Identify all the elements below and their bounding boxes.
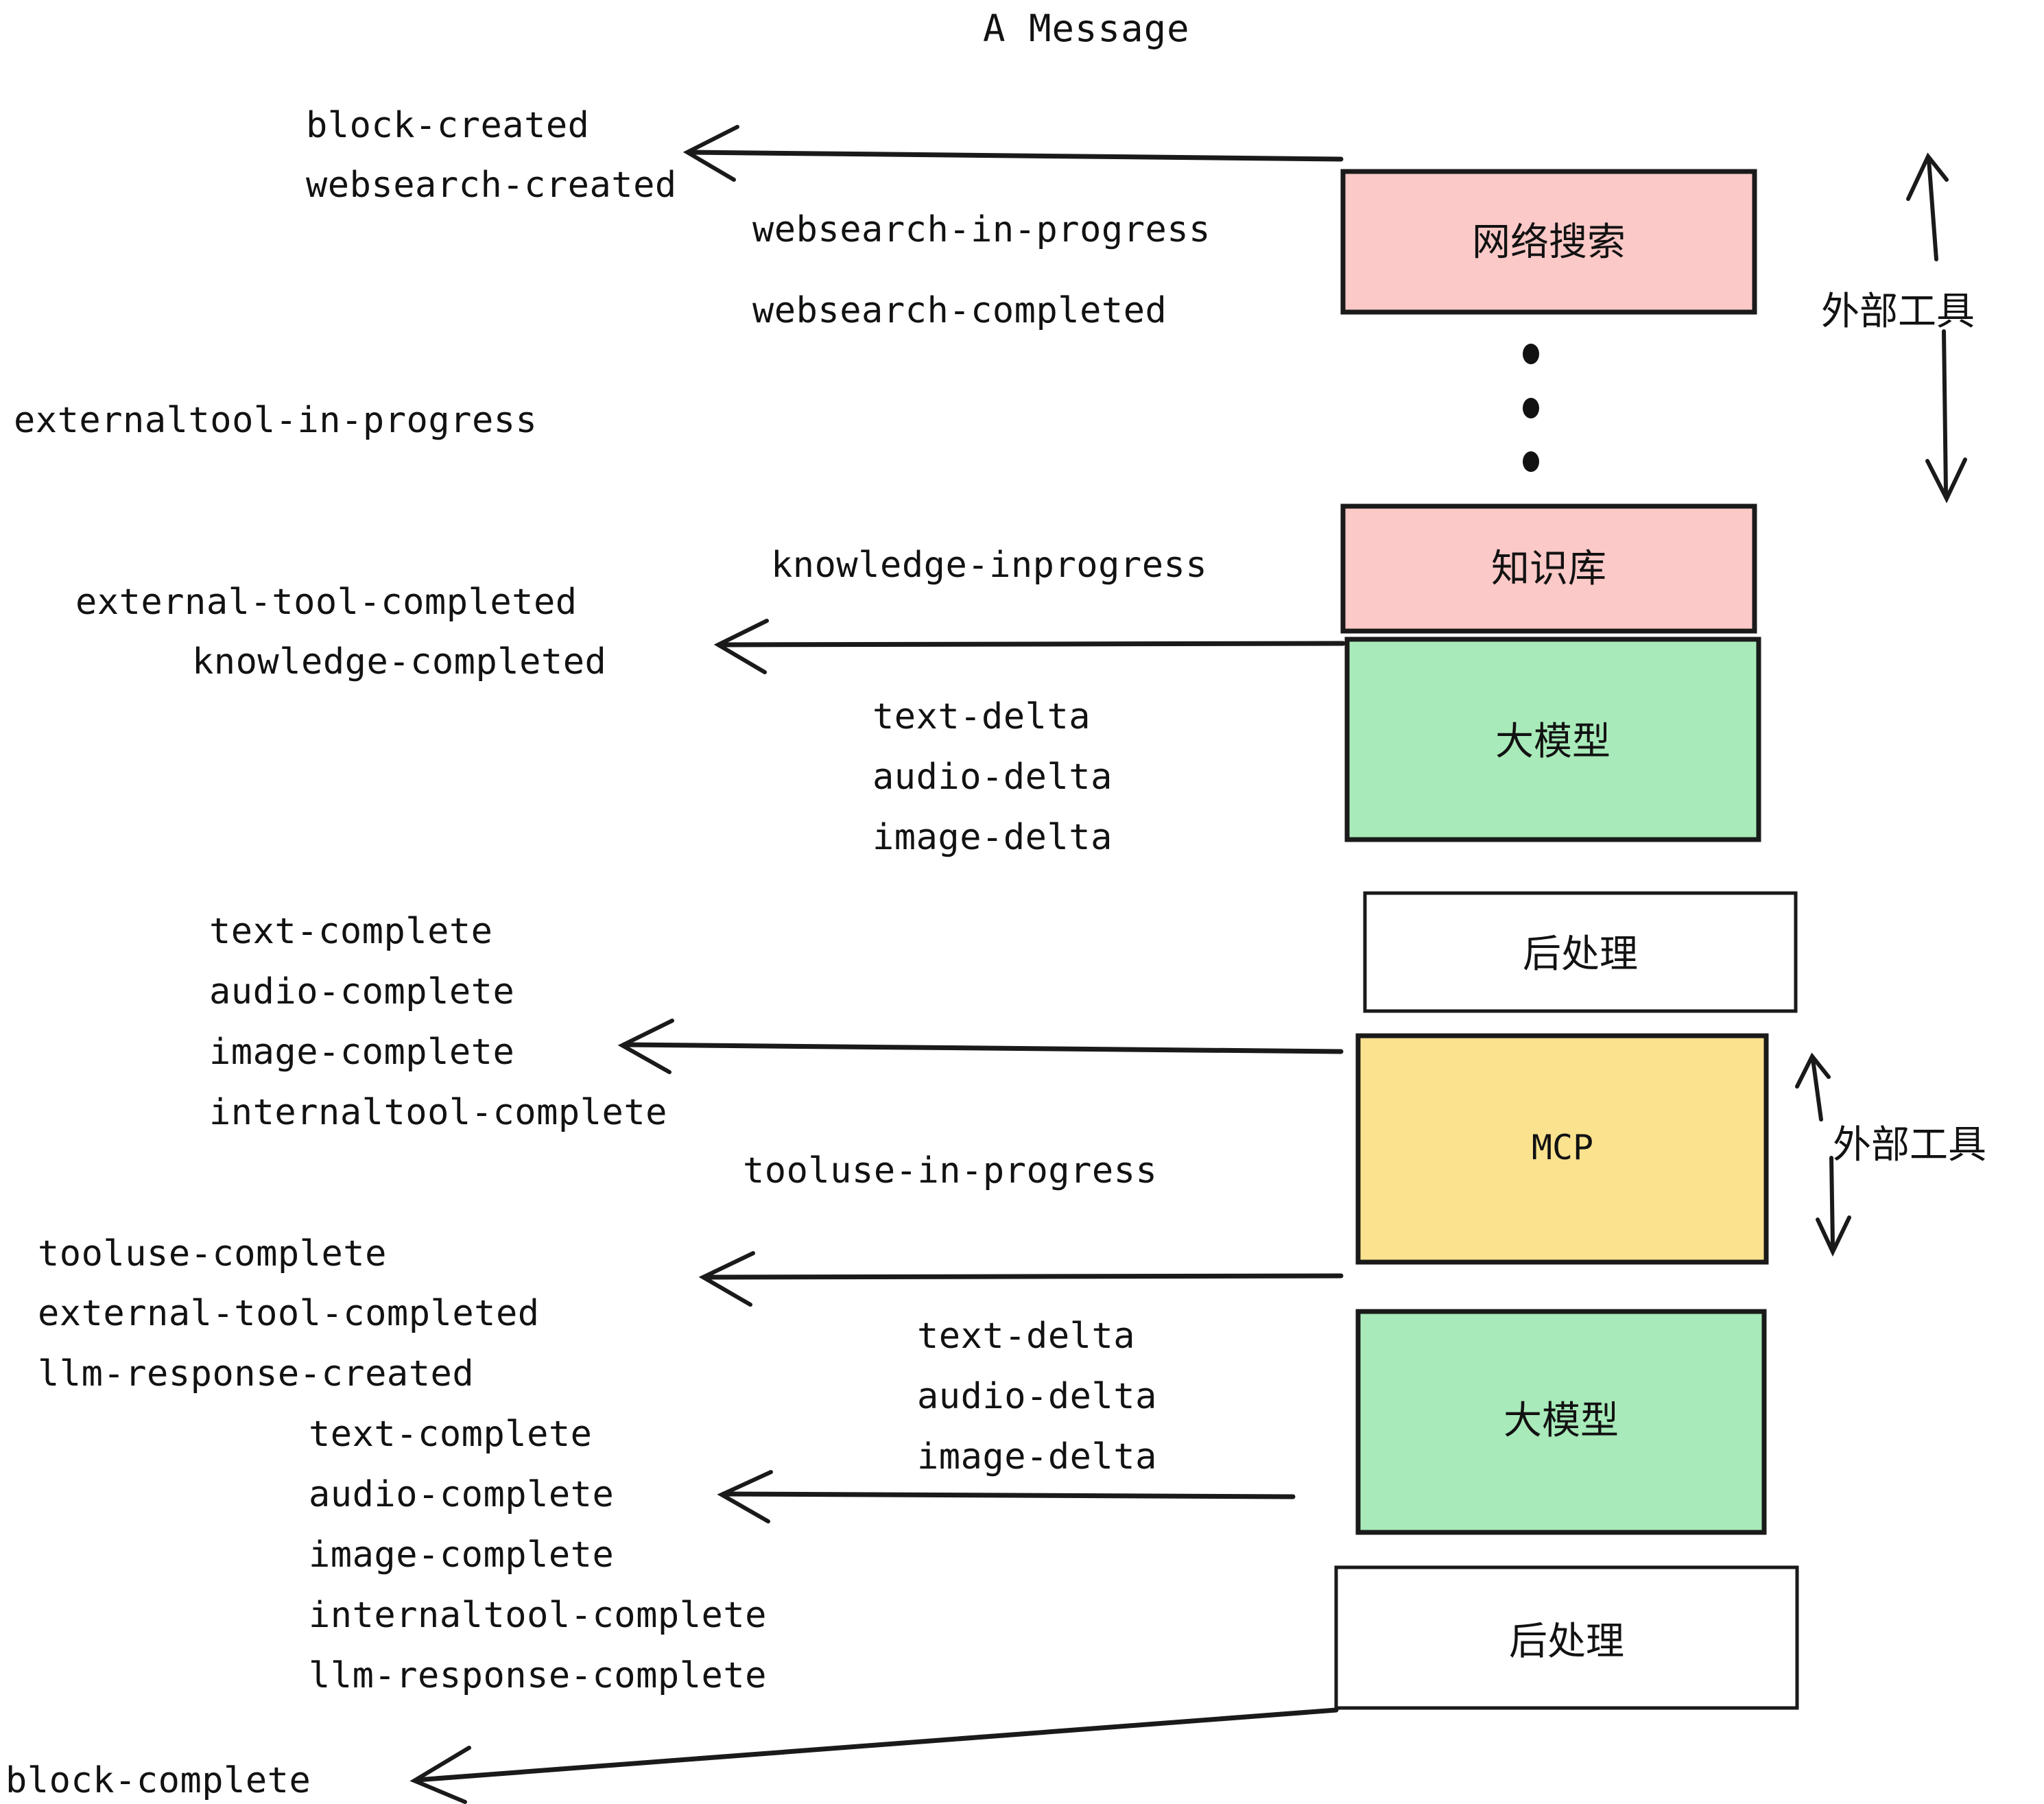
event-knowledge-inprogress: knowledge-inprogress: [771, 545, 1207, 586]
event-websearch-created: websearch-created: [306, 165, 677, 206]
event-audio-complete-2: audio-complete: [309, 1474, 614, 1515]
arrow-block-created: [682, 125, 1344, 182]
event-internaltool-complete-1: internaltool-complete: [209, 1092, 667, 1133]
event-tooluse-complete: tooluse-complete: [38, 1233, 387, 1274]
box-knowledge: [1340, 503, 1757, 634]
box-mcp-label: MCP: [1532, 1128, 1593, 1167]
event-websearch-in-progress: websearch-in-progress: [752, 209, 1211, 250]
box-postprocess-bottom-label: 后处理: [1509, 1619, 1624, 1664]
event-audio-delta-2: audio-delta: [917, 1376, 1157, 1417]
event-block-complete: block-complete: [5, 1760, 311, 1801]
box-llm-bottom-label: 大模型: [1504, 1399, 1619, 1443]
vertical-ellipsis: [1523, 344, 1539, 472]
page-title: A Message: [983, 7, 1190, 50]
arrow-knowledge-completed: [713, 619, 1346, 674]
box-llm-top: [1344, 637, 1761, 842]
event-llm-response-complete: llm-response-complete: [309, 1655, 767, 1696]
box-llm-bottom: [1355, 1309, 1767, 1535]
box-mcp: [1355, 1033, 1769, 1265]
event-tooluse-in-progress: tooluse-in-progress: [743, 1150, 1157, 1191]
external-tools-bracket-bottom: [1795, 1052, 1851, 1257]
event-externaltool-in-progress: externaltool-in-progress: [14, 400, 537, 441]
event-image-complete-2: image-complete: [309, 1534, 614, 1576]
event-audio-complete-1: audio-complete: [209, 971, 514, 1012]
box-websearch: [1340, 169, 1757, 315]
event-websearch-completed: websearch-completed: [752, 290, 1167, 331]
event-text-complete-1: text-complete: [209, 911, 493, 952]
event-image-complete-1: image-complete: [209, 1032, 514, 1073]
arrow-image-complete: [617, 1019, 1344, 1074]
event-external-tool-completed-1: external-tool-completed: [75, 582, 578, 623]
box-llm-top-label: 大模型: [1495, 720, 1611, 764]
box-postprocess-top-label: 后处理: [1523, 932, 1638, 977]
event-text-delta-1: text-delta: [872, 696, 1091, 737]
event-knowledge-completed: knowledge-completed: [192, 641, 606, 683]
event-block-created: block-created: [306, 105, 590, 146]
arrow-tooluse-complete: [698, 1251, 1344, 1307]
event-external-tool-completed-2: external-tool-completed: [38, 1293, 540, 1334]
event-internaltool-complete-2: internaltool-complete: [309, 1595, 767, 1636]
event-text-delta-2: text-delta: [917, 1316, 1135, 1357]
external-tools-bracket-top: [1906, 152, 1967, 503]
event-text-complete-2: text-complete: [309, 1414, 593, 1455]
event-image-delta-2: image-delta: [917, 1436, 1157, 1477]
arrow-audio-complete: [717, 1470, 1296, 1523]
external-tools-label-top: 外部工具: [1821, 289, 1975, 334]
box-postprocess-top: [1363, 891, 1798, 1013]
box-knowledge-label: 知识库: [1491, 547, 1606, 591]
box-postprocess-bottom: [1334, 1565, 1799, 1710]
box-websearch-label: 网络搜索: [1472, 220, 1626, 265]
event-image-delta-1: image-delta: [872, 817, 1113, 858]
external-tools-label-bottom: 外部工具: [1833, 1123, 1986, 1167]
arrow-block-complete: [409, 1707, 1339, 1804]
event-llm-response-created: llm-response-created: [38, 1353, 474, 1394]
event-audio-delta-1: audio-delta: [872, 757, 1113, 798]
